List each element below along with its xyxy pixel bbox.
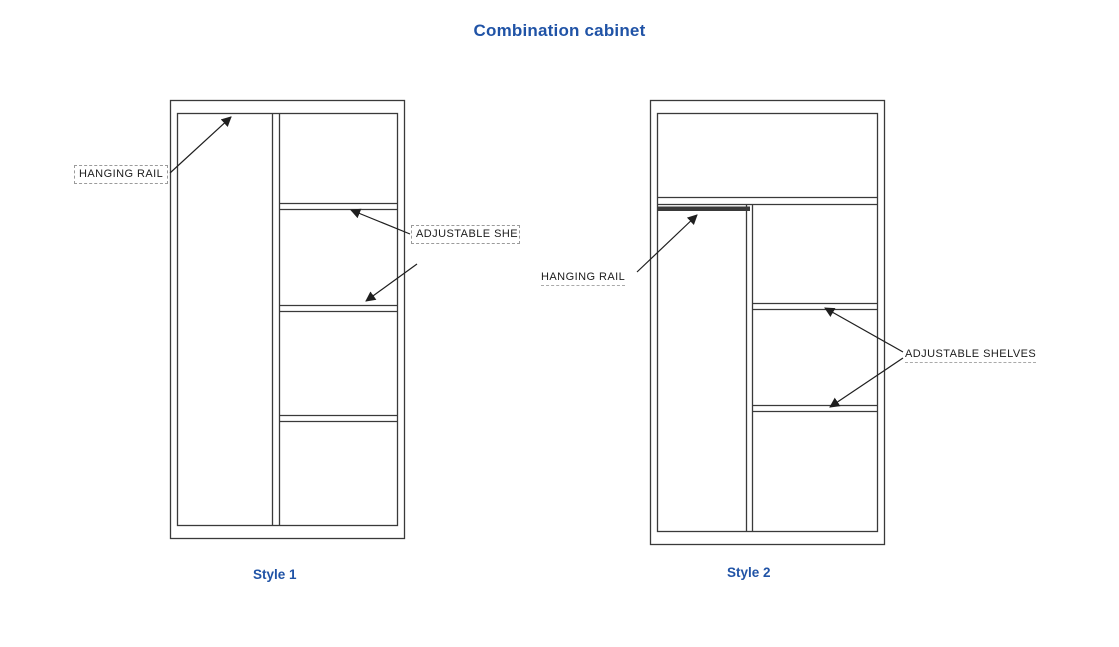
adjustable-shelf-leader-arrow bbox=[350, 208, 411, 235]
adjustable-shelf-leader-arrow bbox=[824, 307, 904, 353]
page-title: Combination cabinet bbox=[473, 21, 646, 40]
cabinet-style1-outer-frame bbox=[169, 99, 406, 540]
cabinet-style2-outer-frame bbox=[649, 99, 886, 546]
style1-caption: Style 1 bbox=[253, 567, 297, 582]
hanging-rail-leader-arrow bbox=[169, 116, 232, 174]
hanging-rail-leader-arrow bbox=[636, 214, 698, 273]
cabinet-style2-inner-frame bbox=[656, 112, 879, 533]
adjustable-shelf-leader-arrow bbox=[829, 357, 904, 408]
style2-adjustable-shelves-label: ADJUSTABLE SHELVES bbox=[905, 348, 1037, 363]
cabinet-style1 bbox=[169, 99, 406, 540]
style2-hanging-rail-label: HANGING RAIL bbox=[541, 271, 626, 286]
cabinet-style2-hanging-rail-bar bbox=[657, 206, 750, 211]
cabinet-style1-leaders bbox=[169, 116, 418, 302]
cabinet-style1-inner-frame bbox=[176, 112, 399, 527]
cabinet-style2 bbox=[649, 99, 886, 546]
adjustable-shelf-leader-arrow bbox=[365, 263, 418, 302]
style1-adjustable-shelves-label: ADJUSTABLE SHE bbox=[411, 225, 520, 244]
cabinet-style2-leaders bbox=[636, 214, 904, 408]
style2-caption: Style 2 bbox=[727, 565, 771, 580]
style1-hanging-rail-label: HANGING RAIL bbox=[74, 165, 169, 184]
